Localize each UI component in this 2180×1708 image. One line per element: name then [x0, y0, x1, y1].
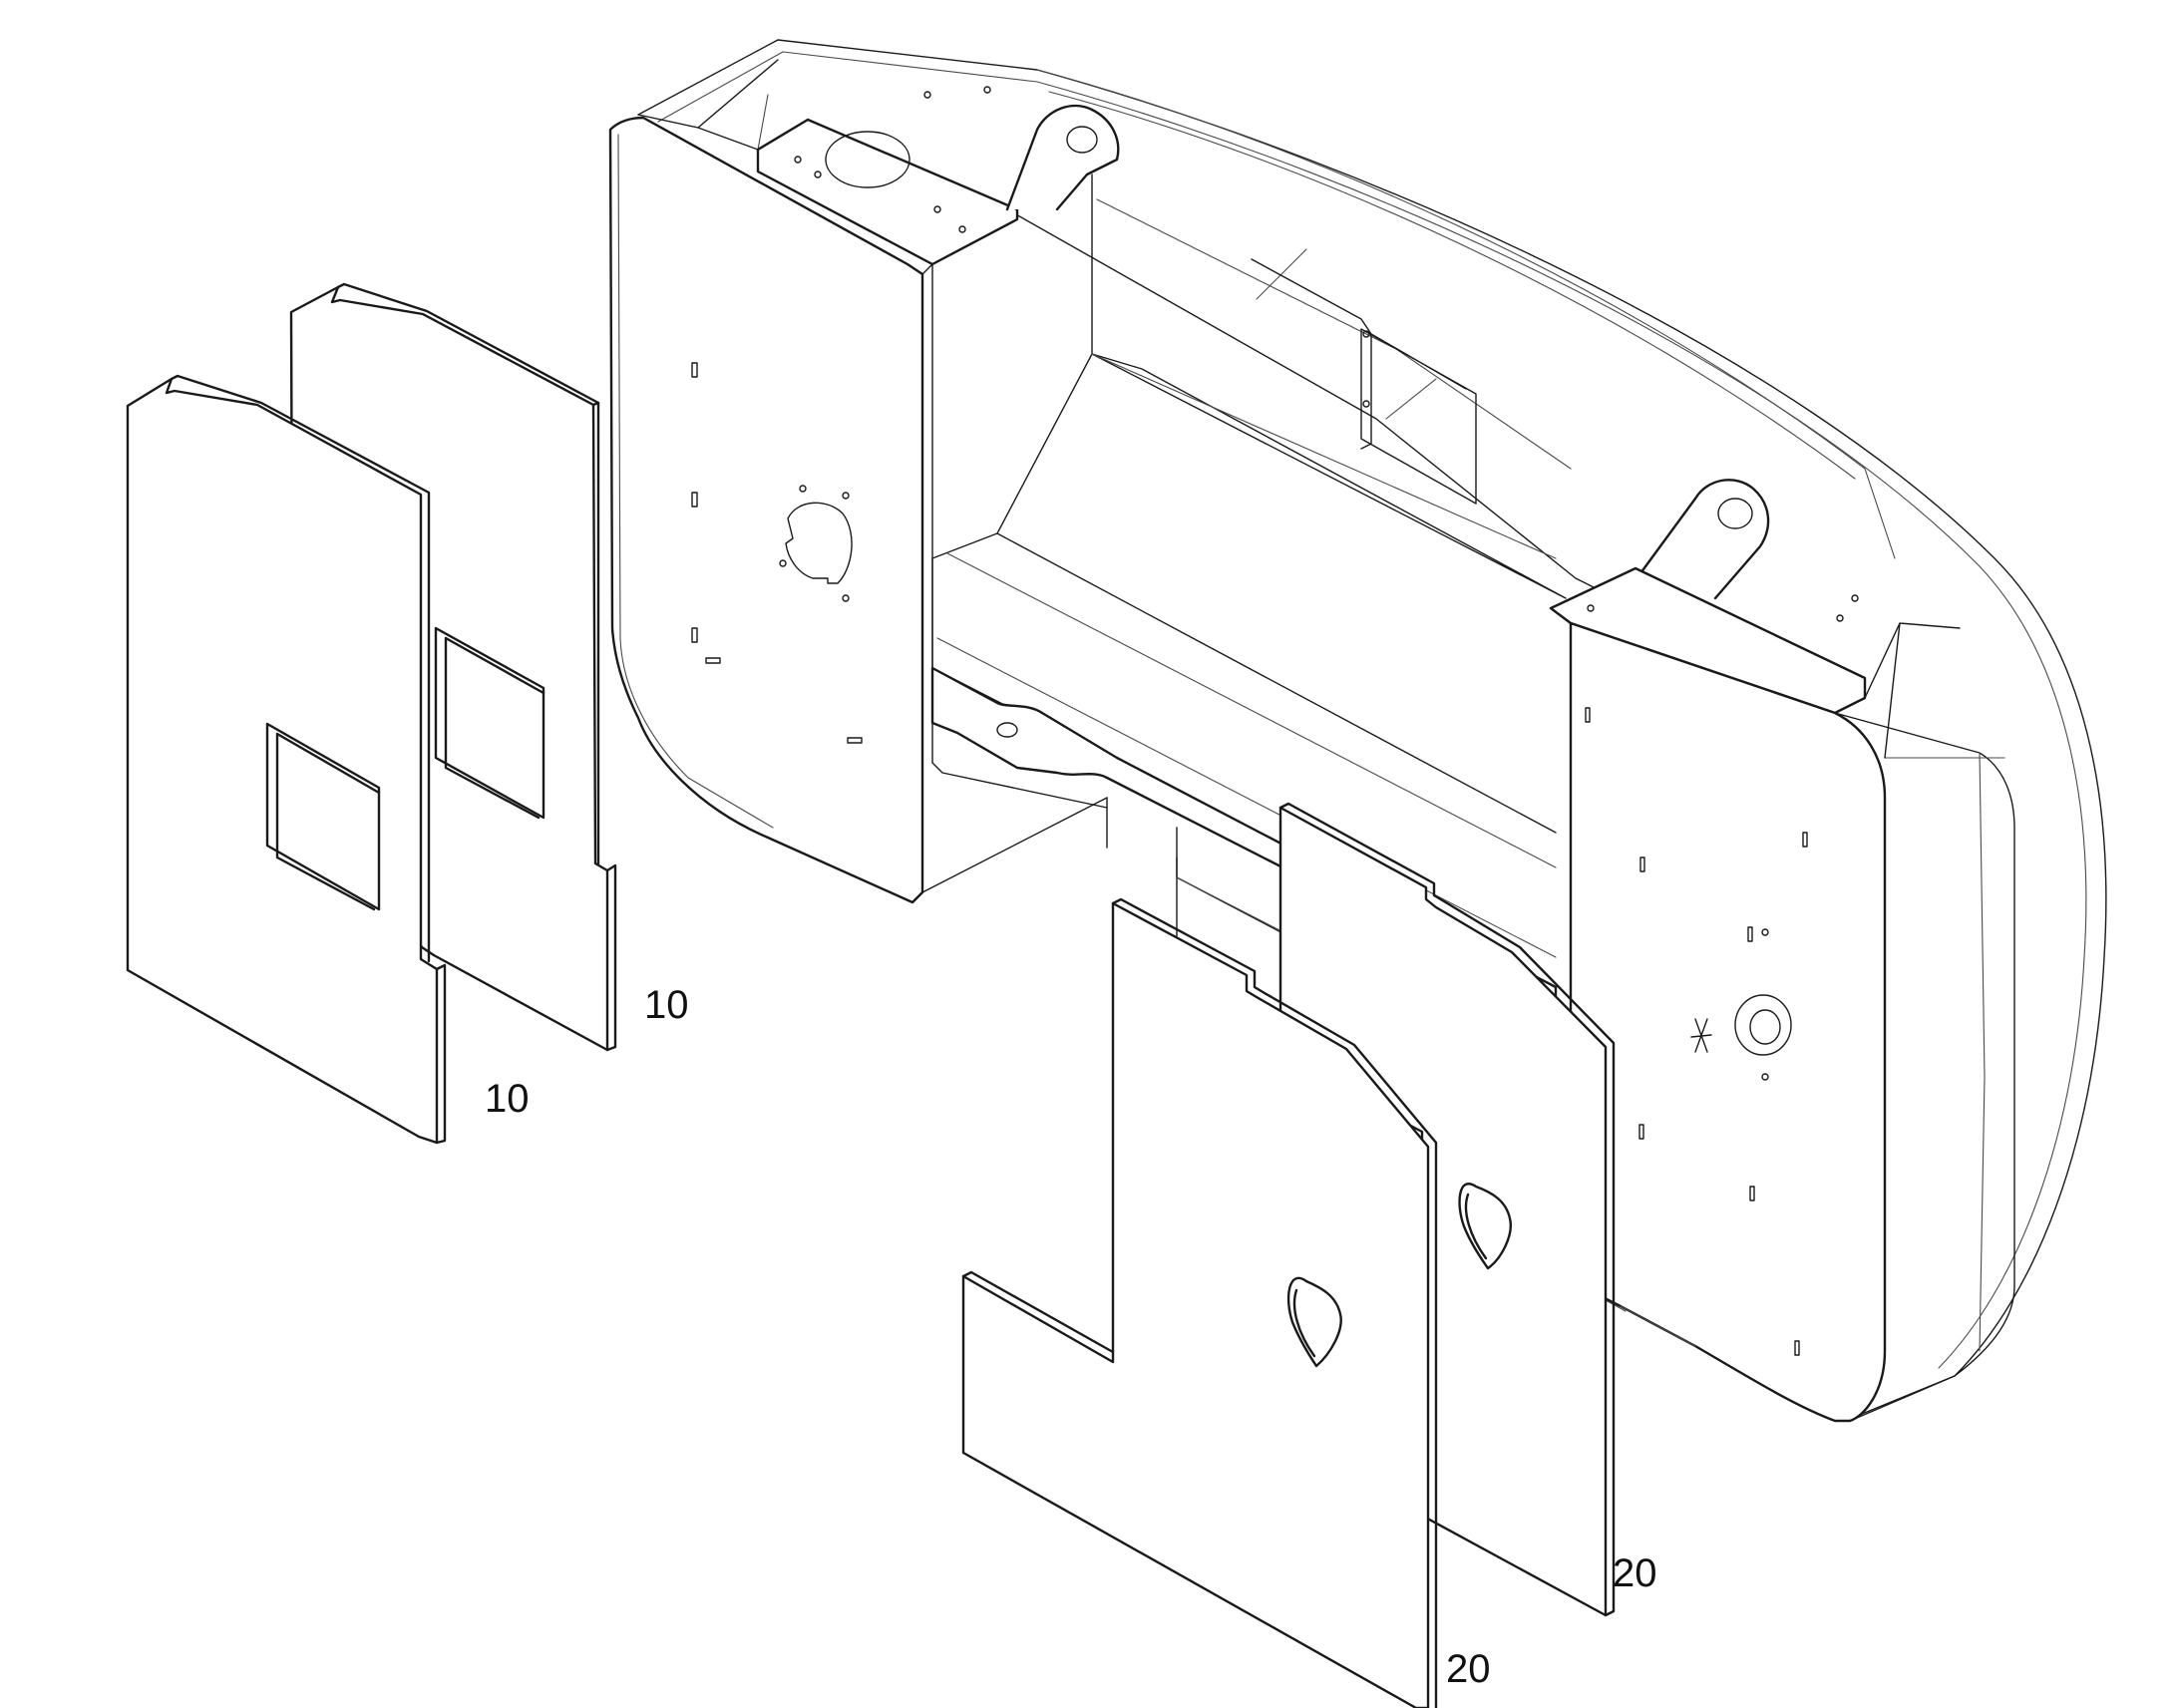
panel-10-rear-window: [434, 626, 545, 820]
panel-20-front-hole: [1286, 1276, 1342, 1368]
bolt-dot: [842, 492, 850, 500]
bolt-dot: [1587, 604, 1595, 612]
face-slot: [691, 492, 698, 508]
panel-20-rear-thickness: [1278, 802, 1616, 1617]
panel-20-front-thickness: [961, 897, 1438, 1708]
bolt-dot: [1761, 928, 1769, 936]
bolt-dot: [799, 485, 807, 493]
bolt-dot: [923, 91, 931, 99]
housing-right-end-top: [1864, 622, 1961, 759]
housing-right-end-depth-2: [1884, 752, 2005, 1352]
left-lifting-lug-hole: [1066, 126, 1098, 154]
callout-part-20-upper: 20: [1613, 1551, 1657, 1595]
housing-left-end-rear-edge: [921, 263, 1108, 893]
housing-front-lip-hole: [996, 722, 1018, 738]
bolt-dot: [794, 156, 802, 164]
panel-20-front-hole-inner: [1292, 1288, 1316, 1358]
face-slot: [1747, 926, 1753, 942]
bolt-dot: [842, 594, 850, 602]
bolt-dot: [1362, 330, 1370, 338]
panel-20-rear: [1278, 802, 1616, 1617]
housing-trough-floor: [931, 532, 1557, 988]
housing-top-deck: [637, 59, 1656, 619]
bolt-dot: [1851, 594, 1859, 602]
bolt-dot: [958, 225, 966, 233]
right-lifting-lug-hole: [1717, 498, 1753, 529]
bolt-dot: [1362, 400, 1370, 408]
bolt-dot: [779, 559, 787, 567]
housing-trough-floor-edges: [936, 198, 1572, 958]
face-slot: [847, 737, 863, 744]
panel-20-front: [961, 897, 1438, 1708]
housing-shell-rim-2: [1048, 91, 1856, 480]
face-slot: [705, 657, 721, 664]
right-face-boss-outer: [1734, 994, 1792, 1056]
panel-10-front: [126, 374, 447, 1145]
bolt-dot: [1836, 614, 1844, 622]
face-slot: [1638, 1124, 1644, 1140]
face-slot: [1639, 856, 1645, 872]
housing-trough-back-wall: [996, 173, 1567, 599]
bolt-dot: [1761, 1073, 1769, 1081]
right-face-boss-inner: [1749, 1009, 1781, 1045]
housing-right-end-depth: [1834, 712, 2015, 1422]
panel-20-rear-hole: [1458, 1183, 1512, 1270]
bolt-dot: [983, 86, 991, 94]
panel-10-rear-thickness-2: [591, 401, 600, 407]
panel-20-rear-hole-inner: [1464, 1193, 1488, 1260]
face-slot: [1749, 1186, 1755, 1201]
face-slot: [1794, 1340, 1800, 1356]
right-face-cross-mark: [1690, 1018, 1712, 1053]
main-housing: [608, 39, 2107, 1423]
left-top-bracket-hole: [825, 131, 910, 188]
housing-outer-shell: [637, 39, 2107, 1422]
housing-left-end-edge: [617, 134, 774, 829]
face-slot: [1585, 707, 1591, 723]
housing-shell-rim: [1036, 69, 1896, 559]
housing-right-end-face: [1569, 621, 1887, 1423]
bolt-dot: [933, 205, 941, 213]
panel-10-rear-window-inner: [444, 636, 545, 820]
left-lifting-lug: [1005, 104, 1120, 211]
housing-inner-divider: [1251, 258, 1372, 450]
panel-10-front-face: [126, 377, 439, 1145]
bolt-dot: [814, 171, 822, 178]
housing-left-end-face: [608, 116, 924, 904]
left-top-bracket-plate: [756, 118, 1019, 266]
housing-inner-window: [1360, 328, 1477, 505]
face-slot: [691, 362, 698, 378]
panel-10-front-thickness: [170, 374, 447, 1145]
face-slot: [1802, 832, 1808, 848]
right-lifting-lug: [1638, 479, 1770, 600]
panel-10-rear-thickness: [336, 282, 617, 1052]
left-face-round-hole: [785, 502, 853, 584]
panel-20-front-face: [961, 901, 1430, 1708]
face-slot: [691, 627, 698, 643]
callout-part-10-lower: 10: [485, 1077, 530, 1121]
callout-part-20-lower: 20: [1446, 1647, 1491, 1691]
callout-part-10-upper: 10: [644, 983, 689, 1027]
panel-10-front-window: [265, 722, 381, 911]
housing-outer-shell-inner: [657, 51, 2087, 1369]
panel-10-front-window-inner: [275, 732, 381, 911]
